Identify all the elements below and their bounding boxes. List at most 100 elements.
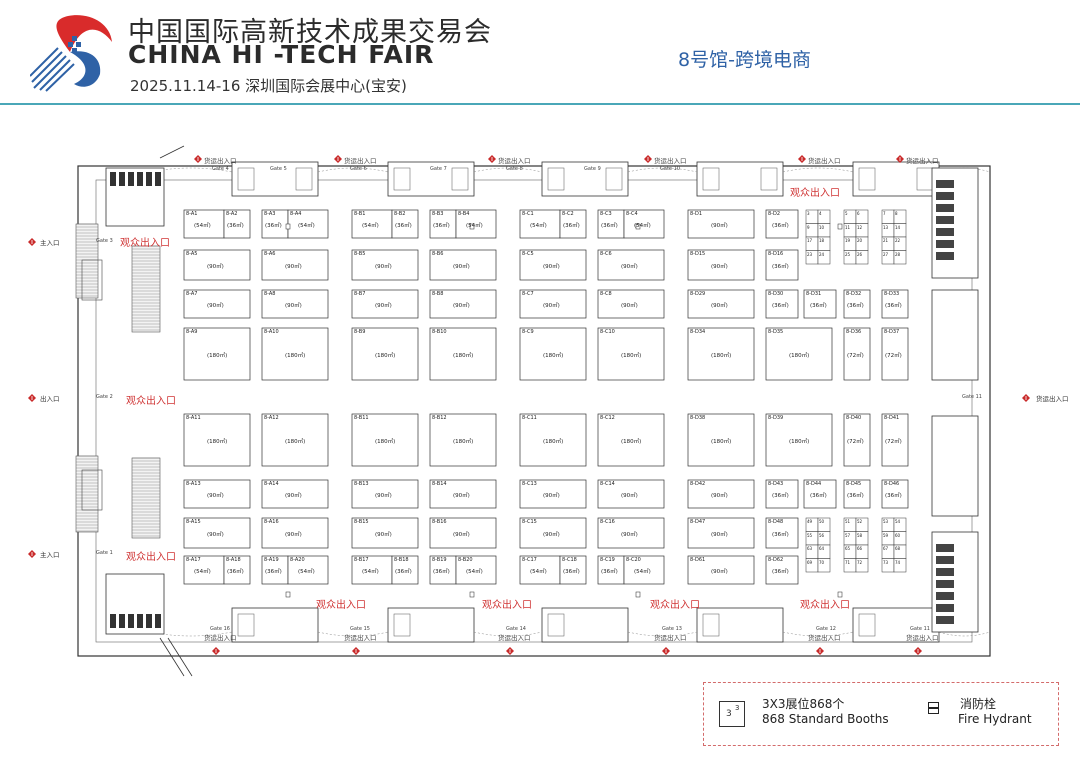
booth-area: (180㎡): [543, 439, 564, 445]
booth-id: 8-C20: [626, 557, 641, 563]
small-booth-id: 17: [807, 238, 813, 243]
bottom-gate-module: [696, 607, 784, 643]
top-corridor: [782, 167, 854, 173]
small-booth-id: 52: [857, 519, 863, 524]
booth-area: (72㎡): [885, 353, 902, 359]
booth-id: 8-C12: [600, 415, 615, 421]
booth-area: (72㎡): [847, 353, 864, 359]
booth-area: (90㎡): [543, 532, 560, 538]
small-booth: [817, 558, 831, 573]
top-gate-caption: Gate 5: [270, 166, 287, 172]
small-booth: [817, 250, 831, 265]
right-stall: [936, 216, 954, 224]
top-gate-label: 货运出入口: [808, 157, 841, 165]
top-gate-module: [387, 161, 475, 197]
escalator-hatch: [131, 245, 161, 333]
booth: [183, 289, 251, 319]
booth-id: 8-D29: [690, 291, 706, 297]
booth-area: (180㎡): [789, 353, 810, 359]
booth-id: 8-C16: [600, 519, 615, 525]
booth-id: 8-D36: [846, 329, 862, 335]
booth-id: 8-C11: [522, 415, 537, 421]
booth: [261, 327, 329, 381]
booth: [687, 209, 755, 239]
booth: [687, 479, 755, 509]
booth-area: (90㎡): [375, 532, 392, 538]
toilet-stall: [155, 172, 161, 186]
header: 中国国际高新技术成果交易会 CHINA HI -TECH FAIR 2025.1…: [0, 0, 1080, 106]
small-booth-id: 20: [857, 238, 863, 243]
booth-area: (36㎡): [395, 223, 412, 229]
top-gate-stair: [702, 167, 720, 191]
small-booth-id: 55: [807, 532, 813, 538]
toilet-stall: [146, 614, 152, 628]
booth-id: 8-D1: [690, 211, 703, 217]
bottom-gate-label: 货运出入口: [204, 634, 237, 642]
booth-area: (90㎡): [285, 493, 302, 499]
hall-outer-wall: [77, 165, 991, 657]
booth-id: 8-D2: [768, 211, 781, 217]
left-room: [81, 259, 103, 301]
booth-id: 8-A9: [186, 329, 198, 335]
booth-id: 8-D15: [690, 251, 706, 257]
top-gate-caption: Gate 6: [350, 166, 367, 172]
small-booth-id: 58: [857, 532, 863, 538]
booth-area: (90㎡): [621, 532, 638, 538]
booth: [429, 209, 457, 239]
booth-area: (180㎡): [789, 439, 810, 445]
booth-area: (180㎡): [207, 353, 228, 359]
booth-id: 8-D16: [768, 251, 784, 257]
ramp-line: [159, 637, 185, 677]
booth-id: 8-B2: [394, 211, 406, 217]
booth-id: 8-B9: [354, 329, 366, 335]
booth-id: 8-B8: [432, 291, 444, 297]
booth-area: (90㎡): [375, 264, 392, 270]
small-booth-id: 70: [819, 559, 825, 565]
booth-area: (90㎡): [207, 493, 224, 499]
booth-area: (36㎡): [885, 303, 902, 309]
booth-id: 8-A10: [264, 329, 279, 335]
booth-id: 8-B19: [432, 557, 447, 563]
bottom-gate-label: 货运出入口: [344, 634, 377, 642]
top-gate-stair: [760, 167, 778, 191]
booth-id: 8-D42: [690, 481, 706, 487]
booth-area: (36㎡): [772, 223, 789, 229]
ramp-line: [159, 145, 185, 159]
booth-id: 8-C13: [522, 481, 537, 487]
top-gate-stair: [605, 167, 623, 191]
small-booth-id: 6: [857, 211, 860, 216]
booth-area: (36㎡): [847, 493, 864, 499]
toilet-stall: [128, 614, 134, 628]
booth-area: (180㎡): [453, 439, 474, 445]
left-escalator-hatch: [75, 455, 99, 533]
small-booth-id: 18: [819, 238, 825, 243]
booth-id: 8-C2: [562, 211, 574, 217]
date-venue: 2025.11.14-16 深圳国际会展中心(宝安): [130, 77, 407, 95]
booth-id: 8-A1: [186, 211, 198, 217]
small-booth-id: 63: [807, 546, 813, 551]
booth-id: 8-B18: [394, 557, 409, 563]
standard-booth-swatch: 3 3: [719, 701, 745, 727]
booth: [803, 289, 837, 319]
booth-area: (36㎡): [433, 223, 450, 229]
booth-area: (90㎡): [543, 303, 560, 309]
fire-hydrant-marker: [635, 591, 641, 598]
left-gate-caption: Gate 1: [96, 550, 113, 556]
hall-title: 8号馆-跨境电商: [678, 49, 811, 71]
booth-area: (180㎡): [375, 439, 396, 445]
toilet-stall: [119, 172, 125, 186]
booth-id: 8-A5: [186, 251, 198, 257]
small-booth: [893, 558, 907, 573]
left-room: [81, 469, 103, 511]
fair-title-en: CHINA HI -TECH FAIR: [128, 40, 435, 69]
top-gate-label: 货运出入口: [654, 157, 687, 165]
booth: [223, 555, 251, 585]
small-booth-id: 57: [845, 532, 851, 538]
audience-entrance-label: 观众出入口: [800, 600, 850, 611]
booth: [429, 517, 497, 549]
booth-area: (90㎡): [621, 303, 638, 309]
booth-id: 8-D39: [768, 415, 784, 421]
booth-id: 8-D37: [884, 329, 900, 335]
right-stall: [936, 228, 954, 236]
booth-id: 8-A19: [264, 557, 279, 563]
